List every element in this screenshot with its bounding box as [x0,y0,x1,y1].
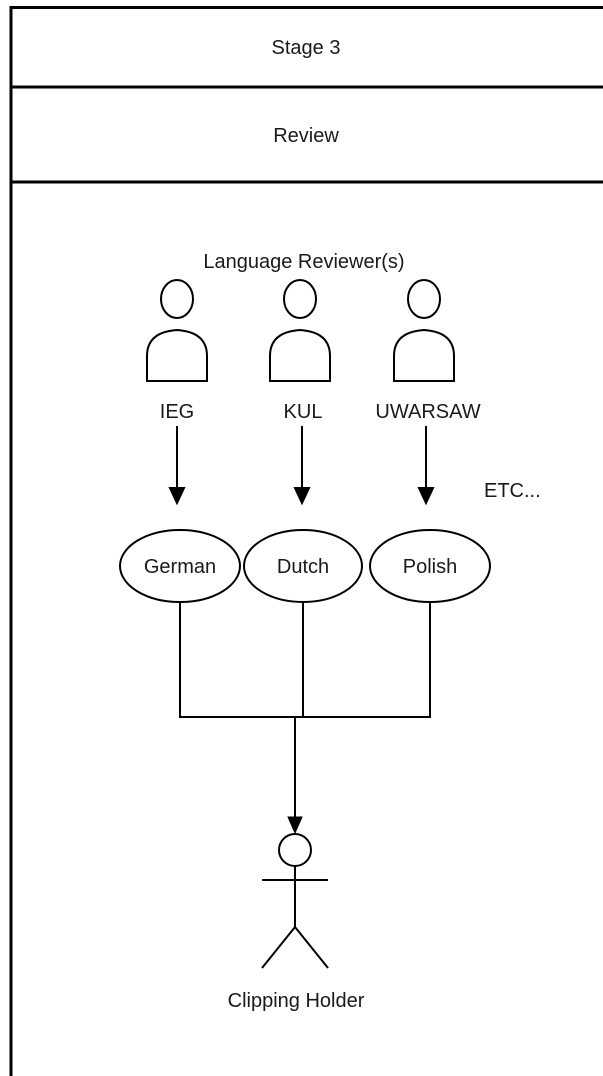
stage-title: Stage 3 [272,37,341,59]
language-node-german: German [119,529,241,603]
reviewer-kul: KUL [269,279,331,423]
language-label: Dutch [277,556,329,578]
arrowhead-icon [287,816,303,835]
user-icon [146,279,208,382]
arrowhead-icon [417,487,435,506]
reviewer-arrows [168,426,435,506]
reviewers-group-label: Language Reviewer(s) [203,251,404,273]
clipping-holder-actor [261,833,329,969]
actor-label: Clipping Holder [228,990,365,1012]
language-label: German [144,556,216,578]
arrowhead-icon [168,487,186,506]
user-icon [393,279,455,382]
arrowhead-icon [293,487,311,506]
swimlane-frame [9,6,603,1076]
phase-title: Review [273,125,339,147]
reviewer-uwarsaw: UWARSAW [375,279,481,423]
language-node-polish: Polish [369,529,491,603]
reviewer-org-label: IEG [160,401,194,423]
reviewer-ieg: IEG [146,279,208,423]
reviewer-org-label: UWARSAW [375,401,480,423]
etc-label: ETC... [484,480,541,502]
language-label: Polish [403,556,457,578]
merge-connector [179,602,431,820]
user-icon [269,279,331,382]
language-node-dutch: Dutch [243,529,363,603]
actor-head-icon [278,833,312,867]
reviewer-org-label: KUL [284,401,323,423]
